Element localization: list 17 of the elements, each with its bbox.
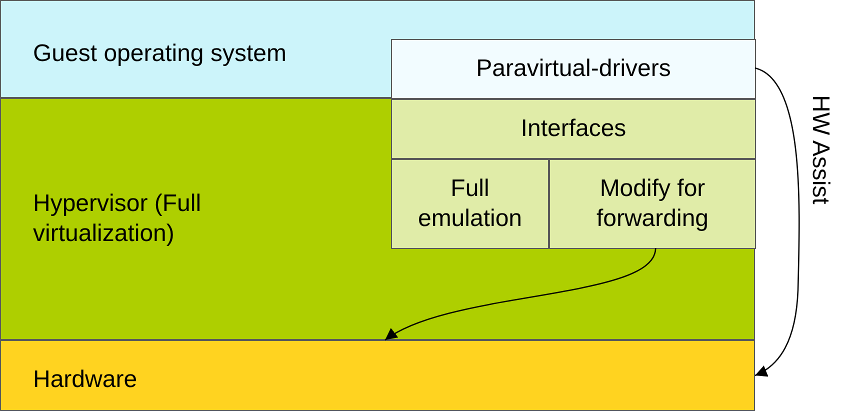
component-label: Interfaces: [520, 114, 628, 144]
arrow: [754, 67, 800, 376]
component-box: [391, 159, 549, 249]
component-label: Paravirtual-drivers: [475, 54, 672, 84]
component-box: [391, 39, 756, 99]
component-label: Modify for forwarding: [595, 174, 710, 234]
layer-label: Hypervisor (Full virtualization): [33, 189, 202, 249]
layer-band: [0, 98, 755, 340]
layer-label: Hardware: [33, 365, 138, 395]
layer-label: Guest operating system: [33, 39, 288, 69]
layer-band: [0, 340, 755, 411]
edge-label: HW Assist: [806, 95, 834, 204]
component-box: [549, 159, 756, 249]
component-label: Full emulation: [416, 174, 524, 234]
layer-band: [0, 0, 755, 98]
component-box: [391, 99, 756, 159]
arrow: [384, 248, 656, 341]
